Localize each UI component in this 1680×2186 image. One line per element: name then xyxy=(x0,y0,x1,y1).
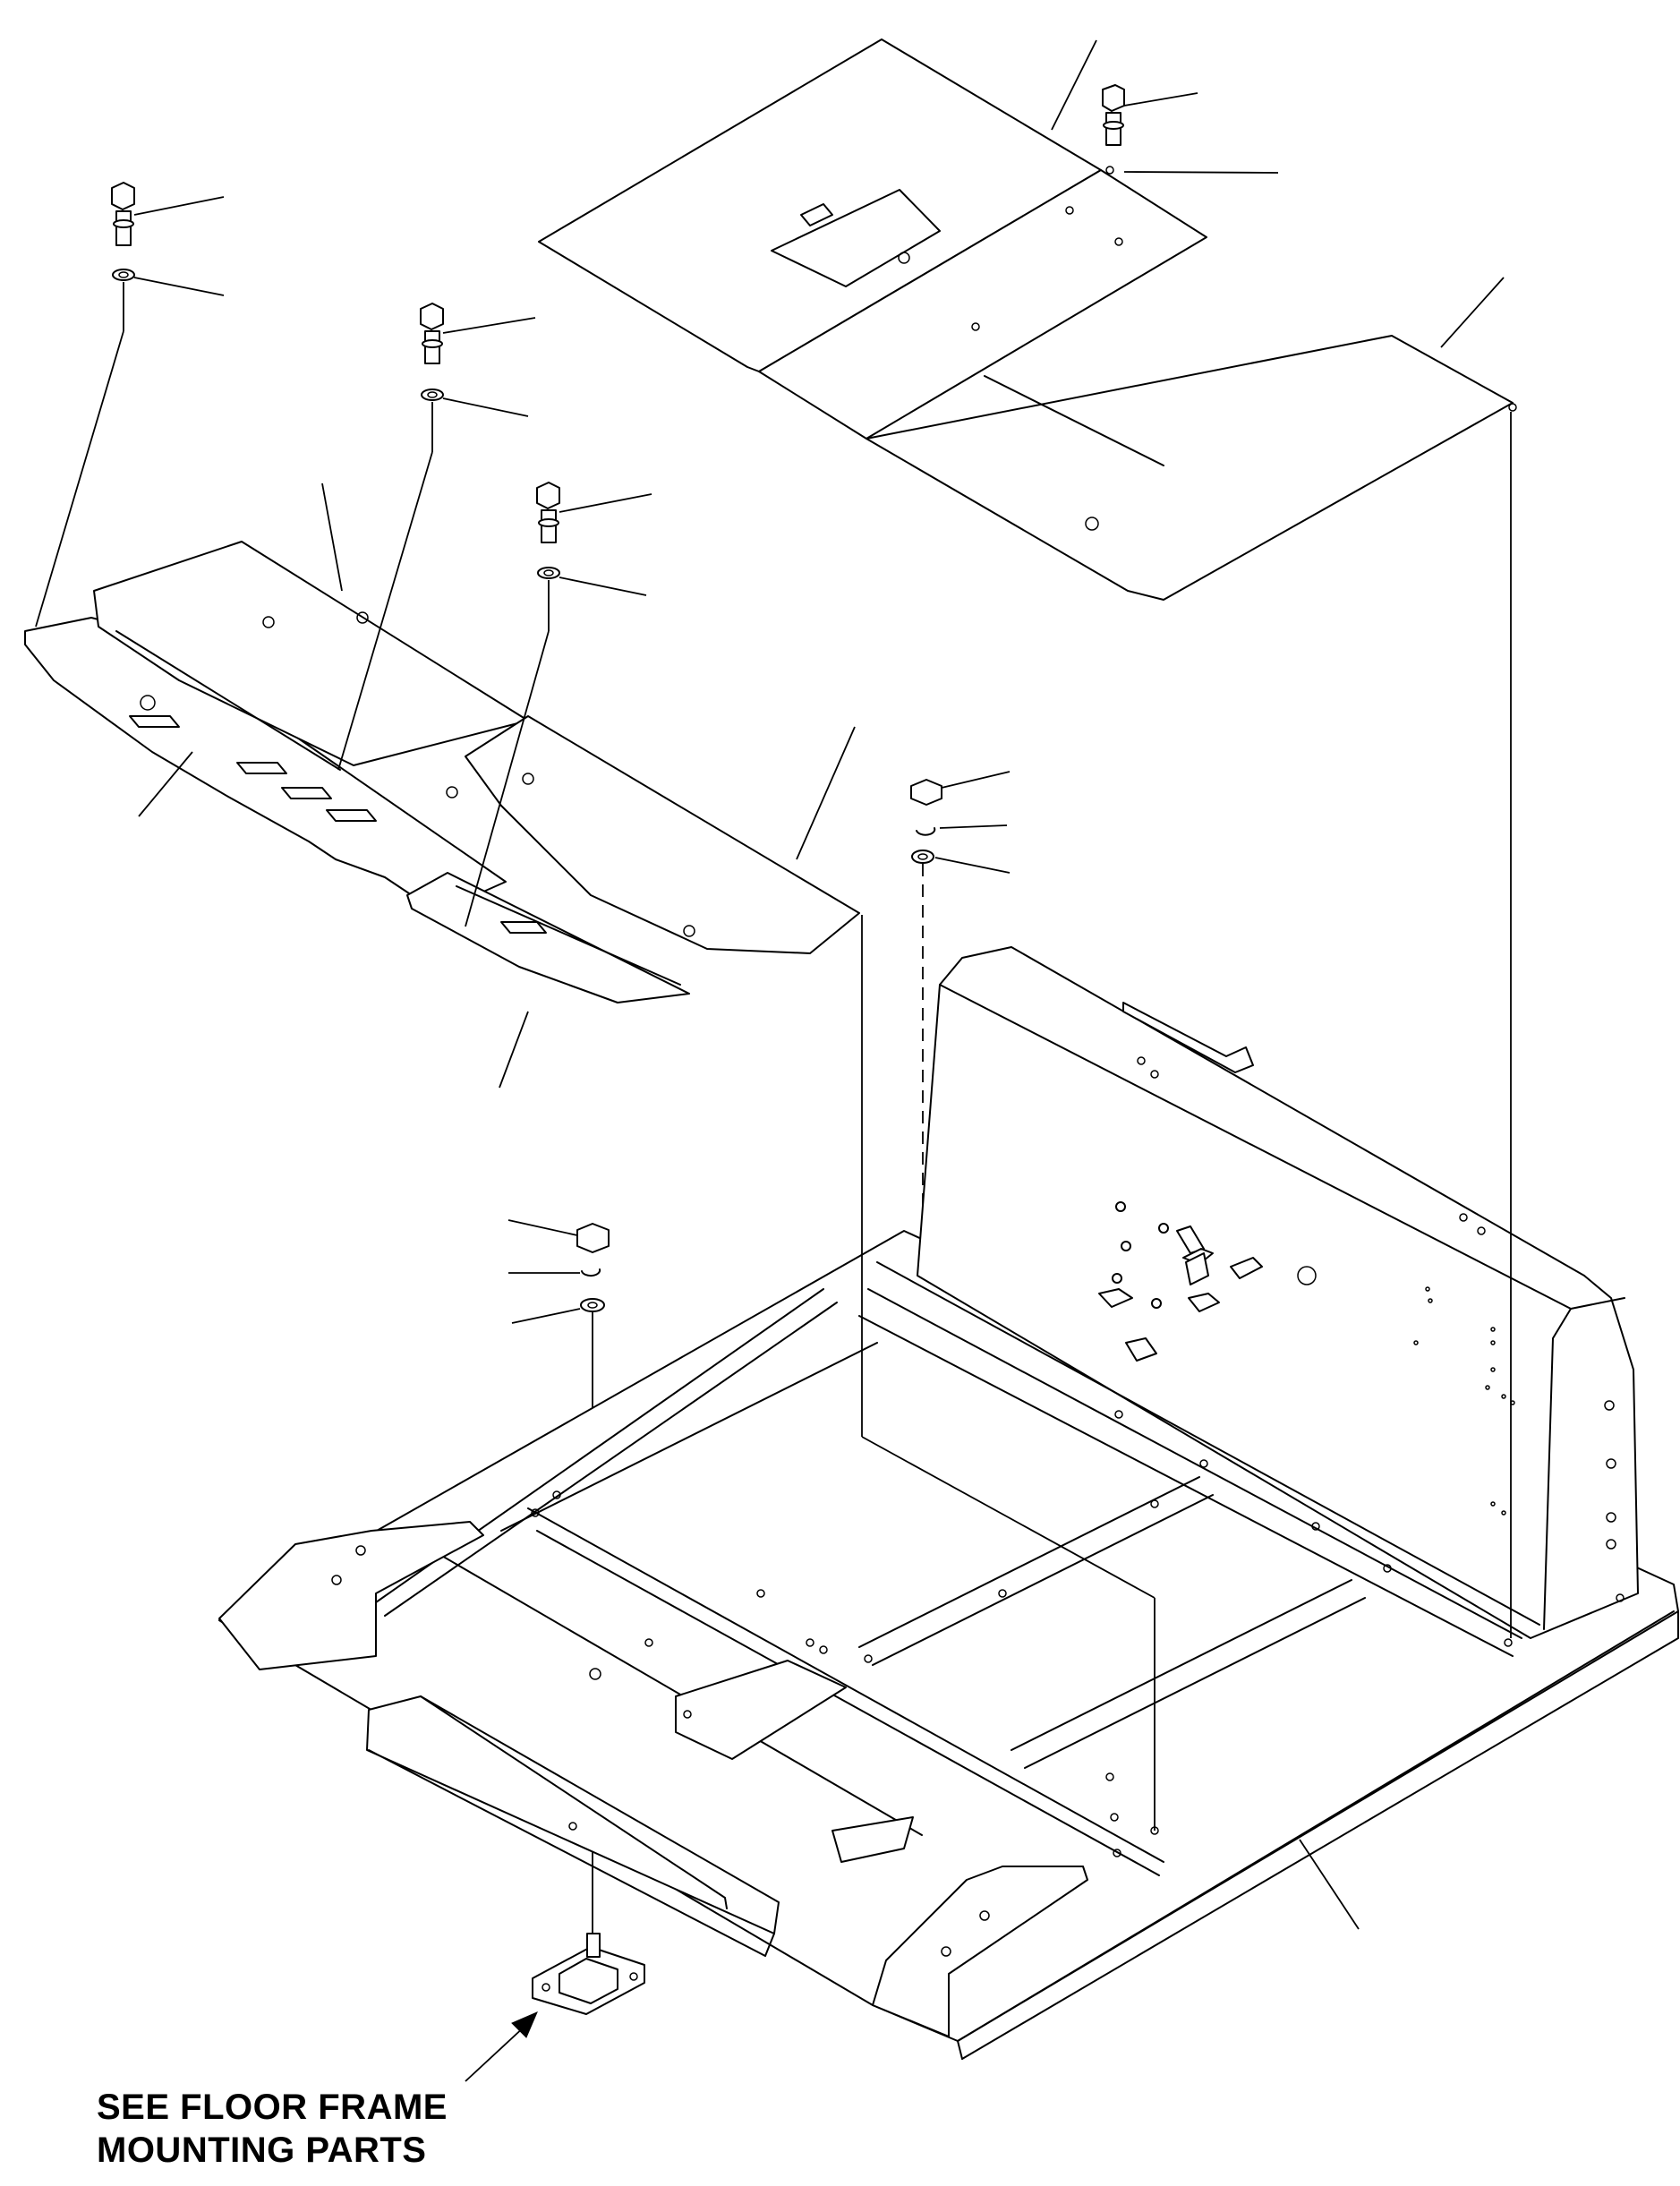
inspection-cover xyxy=(772,190,940,286)
mount-bracket xyxy=(676,1661,846,1759)
middle-side-cover-plate xyxy=(94,542,528,765)
top-cover-plate-right xyxy=(759,170,1207,439)
front-crossbar xyxy=(367,1696,779,1934)
nut-washer-stack-right xyxy=(911,772,1010,1280)
bolt-set-1 xyxy=(36,183,224,627)
bolt-set-3 xyxy=(465,482,652,926)
right-side-channel xyxy=(873,1866,1087,2037)
rear-side-cover-plate xyxy=(465,716,859,953)
rear-box-front-face xyxy=(917,947,1638,1638)
floor-frame-callout: SEE FLOOR FRAME MOUNTING PARTS xyxy=(97,2086,448,2172)
floor-frame-mount xyxy=(533,1934,644,2014)
bolt-set-2 xyxy=(338,303,535,770)
rear-cover-plate xyxy=(866,336,1513,600)
top-cover-plate-assembly xyxy=(539,39,1516,600)
bottom-side-cover-plate xyxy=(407,873,689,1003)
callout-arrow xyxy=(465,2012,537,2081)
bolt-top xyxy=(1052,40,1504,347)
left-side-cover-assembly xyxy=(25,542,859,1003)
callout-line-2: MOUNTING PARTS xyxy=(97,2130,427,2170)
rear-box-assembly xyxy=(877,947,1638,1638)
leader-side-cover-bend xyxy=(862,1437,1155,1598)
callout-line-1: SEE FLOOR FRAME xyxy=(97,2088,448,2127)
leader-floor-frame xyxy=(1300,1840,1359,1929)
left-side-channel xyxy=(219,1522,483,1669)
